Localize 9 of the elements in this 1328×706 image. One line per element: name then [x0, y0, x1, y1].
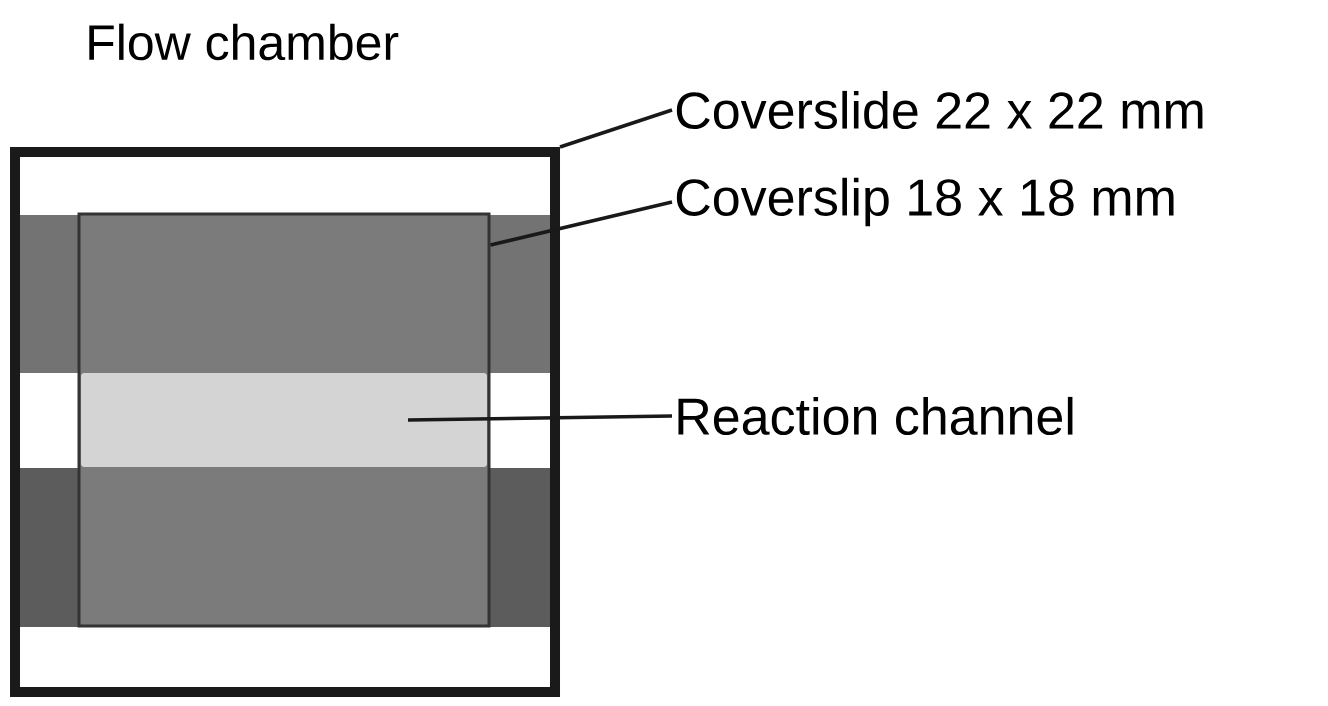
leader-line: [408, 414, 673, 422]
leader-line: [490, 200, 673, 247]
title: Flow chamber: [89, 23, 399, 61]
label: Reaction channel: [678, 396, 1073, 436]
leader-line: [559, 108, 673, 149]
channel-band: [81, 373, 487, 467]
slide-box: [10, 147, 560, 697]
label: Coverslip 18 x 18 mm: [676, 177, 1174, 227]
label: Coverslide 22 x 22 mm: [676, 90, 1203, 130]
